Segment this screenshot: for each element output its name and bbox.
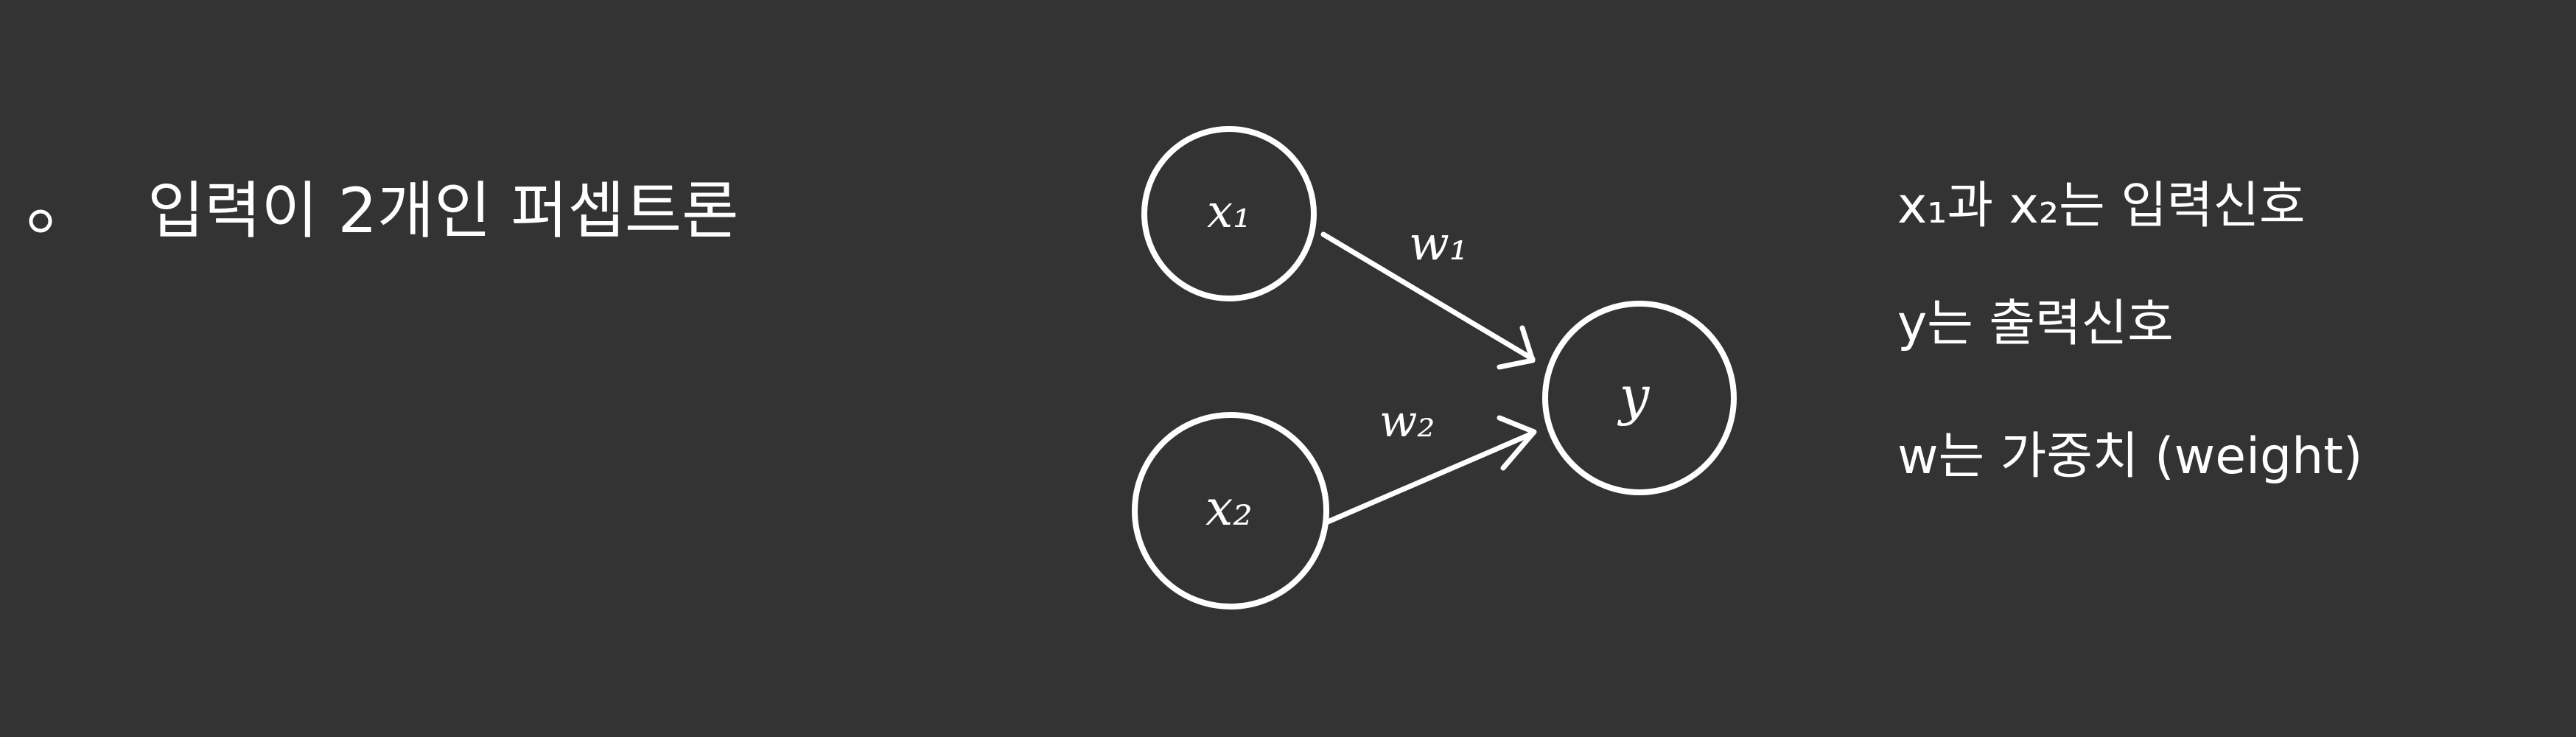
heading-text: 입력이 2개인 퍼셉트론 [147, 175, 738, 247]
input-node-x2: x₂ [1132, 412, 1329, 609]
note-output: y는 출력신호 [1897, 295, 2174, 353]
note-inputs: x₁과 x₂는 입력신호 [1897, 177, 2306, 235]
input-node-x1-label: x₁ [1207, 184, 1251, 238]
edge-x1-to-y [1320, 231, 1536, 370]
weight-w2-label: w₂ [1379, 396, 1435, 447]
output-node-y-label: y [1617, 365, 1651, 427]
weight-w1-label: w₁ [1409, 217, 1468, 271]
edge-x2-arrowhead-icon [1497, 415, 1537, 471]
note-weights: w는 가중치 (weight) [1897, 427, 2362, 486]
input-node-x2-label: x₂ [1205, 480, 1253, 537]
edge-x2-to-y [1325, 415, 1537, 525]
edge-x1-arrowhead-icon [1497, 325, 1536, 370]
bullet-icon [29, 209, 52, 233]
output-node-y: y [1542, 301, 1737, 495]
input-node-x1: x₁ [1141, 126, 1317, 301]
